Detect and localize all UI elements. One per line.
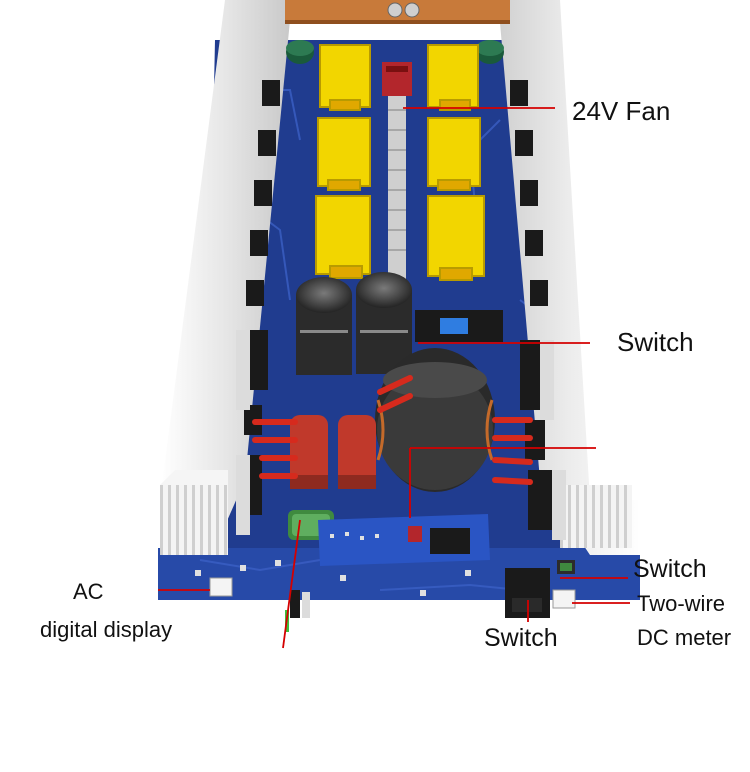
right-heatsink [498,0,640,555]
top-capacitors [286,40,504,64]
switch-label-right: Switch [633,555,707,583]
copper-busbar [285,0,510,24]
driver-board [318,514,490,566]
dc-meter-label: DC meter [637,625,732,650]
two-wire-label: Two-wire [637,591,726,616]
switch-label-upper: Switch [617,327,694,357]
ac-display-connector [209,577,233,597]
leader-lines [158,107,630,649]
center-heatsink-strip [388,95,406,285]
red-capacitors [290,415,376,489]
ac-label: AC [73,579,104,604]
yellow-transformers [315,44,485,281]
fan-label: 24V Fan [572,96,671,126]
dc-meter-connector [552,589,576,609]
toroid-inductor [375,348,495,492]
heatsink-clips [236,330,566,540]
control-board [415,310,503,342]
fan-connector [382,62,412,96]
switch-label-bottom: Switch [484,624,558,652]
small-switch [557,560,575,574]
ac-display-label: digital display [40,617,173,642]
red-wires [252,375,533,485]
